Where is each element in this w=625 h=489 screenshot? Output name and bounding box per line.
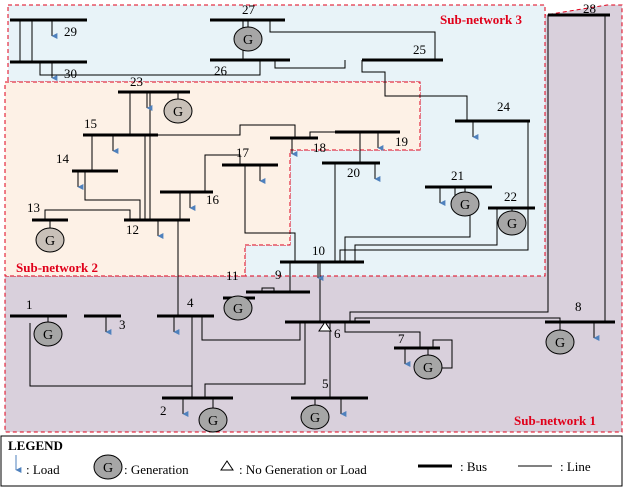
generator-bus2: G (198, 398, 228, 433)
svg-text:G: G (43, 328, 53, 343)
bus-label-9: 9 (275, 267, 282, 282)
bus-label-13: 13 (27, 200, 40, 215)
bus-label-25: 25 (413, 42, 426, 57)
bus-label-26: 26 (214, 63, 228, 78)
svg-text:G: G (243, 33, 253, 48)
generator-bus5: G (300, 398, 330, 430)
legend-title: LEGEND (8, 438, 63, 453)
svg-text:G: G (507, 217, 517, 232)
bus-label-7: 7 (398, 331, 405, 346)
bus-label-22: 22 (504, 189, 517, 204)
load-arrow-group (51, 20, 600, 417)
bus-label-28: 28 (583, 1, 596, 16)
bus-label-10: 10 (312, 243, 325, 258)
subnetwork-1-label: Sub-network 1 (514, 413, 596, 428)
generator-bus7: G (413, 348, 443, 380)
bus-label-18: 18 (313, 140, 326, 155)
svg-text:G: G (45, 234, 55, 249)
bus-label-2: 2 (160, 403, 167, 418)
bus-label-1: 1 (26, 297, 33, 312)
svg-text:G: G (460, 198, 470, 213)
generator-bus22: G (497, 208, 527, 236)
legend-line-label: : Line (560, 459, 591, 474)
bus-label-20: 20 (347, 165, 360, 180)
bus-label-11: 11 (226, 268, 239, 283)
bus-label-3: 3 (119, 317, 126, 332)
bus-label-6: 6 (334, 326, 341, 341)
generator-bus13: G (35, 220, 65, 253)
bus-label-29: 29 (64, 24, 77, 39)
legend-load-label: : Load (26, 462, 60, 477)
generator-bus11: G (223, 295, 253, 321)
generator-bus27: G (233, 20, 263, 52)
bus-label-5: 5 (322, 376, 329, 391)
legend-generation-label: : Generation (124, 462, 189, 477)
bus-label-27: 27 (242, 2, 256, 17)
svg-text:G: G (103, 461, 113, 476)
bus-label-8: 8 (575, 299, 582, 314)
generator-bus21: G (450, 187, 480, 217)
subnetwork-2-region (4, 81, 421, 277)
bus-label-23: 23 (130, 74, 143, 89)
triangle-legend-icon (220, 460, 234, 471)
svg-text:G: G (208, 414, 218, 429)
bus-number-labels: 1 2 3 4 5 6 7 8 9 10 11 12 13 14 15 16 1… (26, 1, 596, 418)
bus-label-21: 21 (451, 168, 464, 183)
svg-text:G: G (423, 361, 433, 376)
bus-label-30: 30 (64, 66, 77, 81)
generator-bus8: G (545, 322, 575, 355)
bus-label-15: 15 (84, 116, 97, 131)
generator-icon (93, 454, 123, 480)
generator-bus23: G (163, 92, 193, 124)
svg-text:G: G (555, 336, 565, 351)
legend-no-gen-label: : No Generation or Load (239, 462, 367, 477)
bus-label-19: 19 (395, 134, 408, 149)
svg-text:G: G (173, 105, 183, 120)
svg-text:G: G (233, 302, 243, 317)
bus-label-14: 14 (56, 151, 70, 166)
bus-label-4: 4 (187, 295, 194, 310)
subnetwork-2-label: Sub-network 2 (16, 260, 98, 275)
triangle-icon (318, 321, 332, 332)
bus-label-16: 16 (206, 192, 220, 207)
svg-text:G: G (310, 411, 320, 426)
legend-bus-label: : Bus (460, 459, 487, 474)
bus-label-17: 17 (236, 145, 250, 160)
legend: LEGEND : Load G : Generation : No Genera… (0, 435, 623, 487)
bus-label-24: 24 (497, 99, 511, 114)
subnetwork-3-label: Sub-network 3 (440, 12, 522, 27)
generator-bus1: G (33, 316, 63, 347)
bus-label-12: 12 (126, 222, 139, 237)
line-group (19, 14, 606, 398)
